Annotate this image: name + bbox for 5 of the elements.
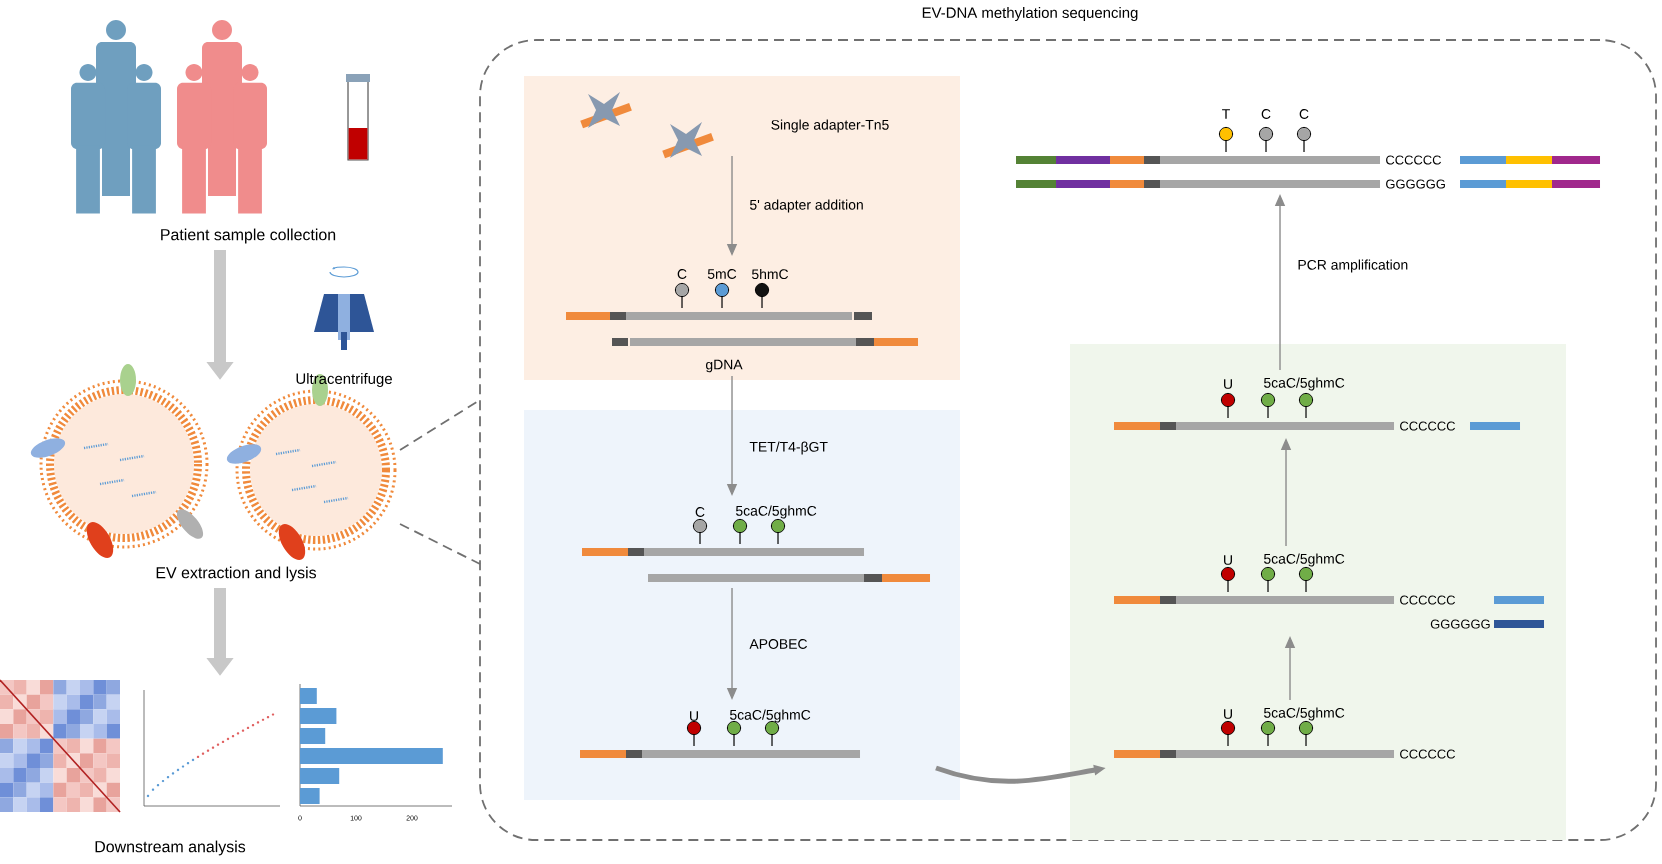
panel-background (524, 410, 960, 800)
dashed-line (399, 399, 481, 451)
panel-background (1070, 344, 1566, 840)
dashed-line (399, 523, 481, 565)
panel-background (524, 76, 960, 380)
